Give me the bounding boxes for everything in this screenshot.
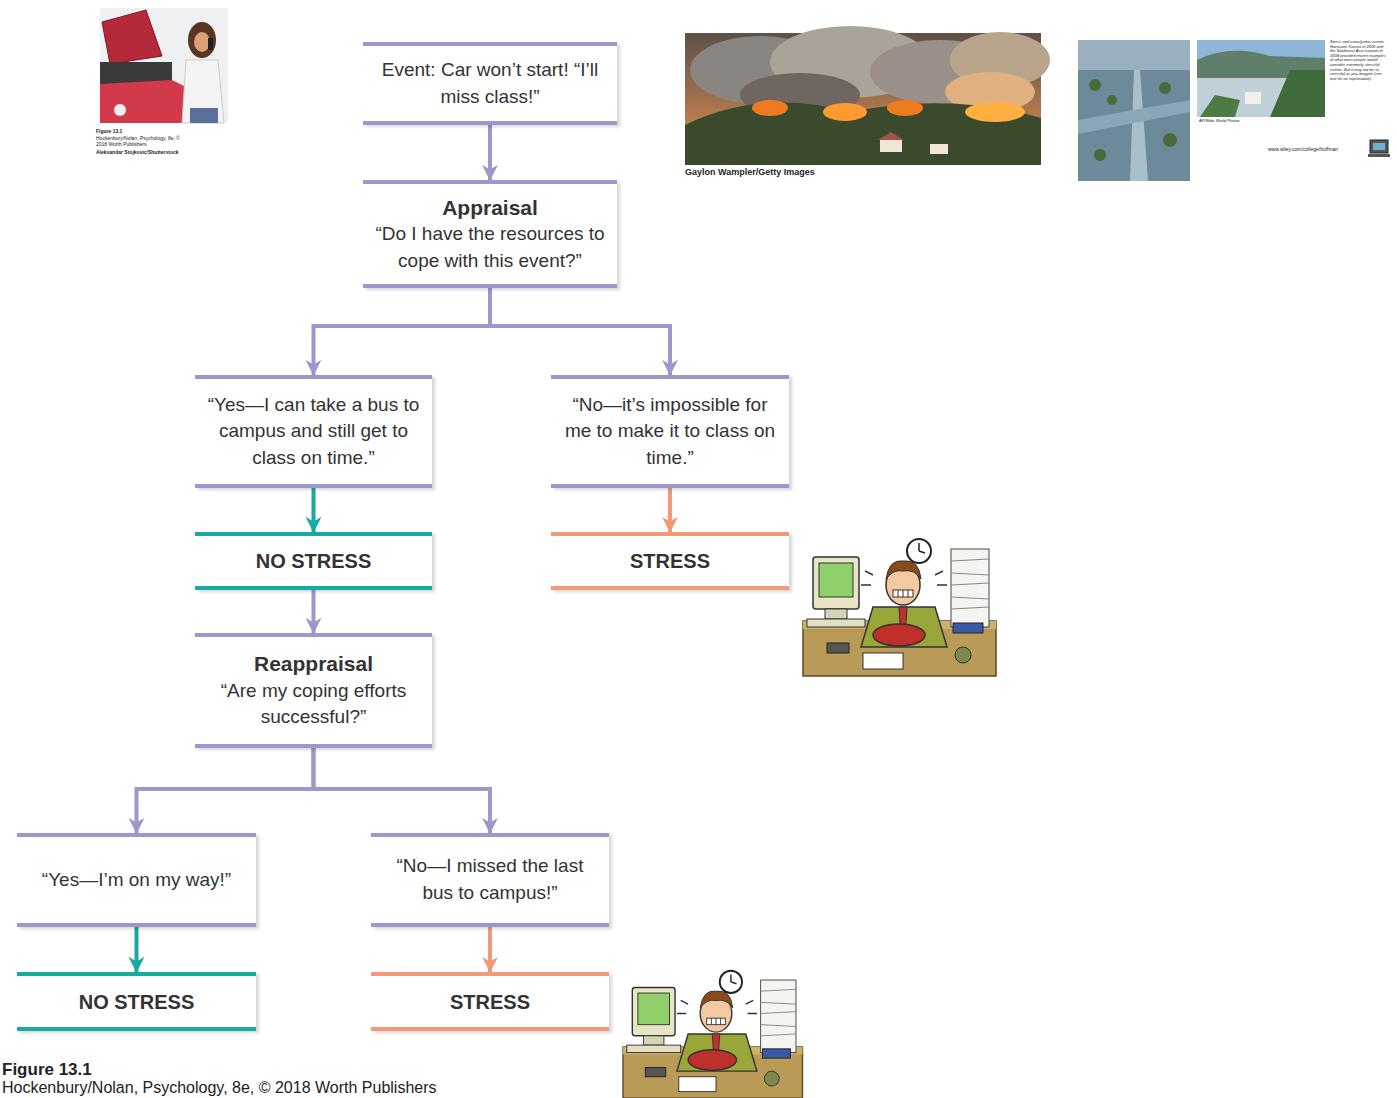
box-text: Event: Car won’t start! “I’ll miss class… — [375, 57, 605, 110]
answer-box: “Yes—I’m on my way!” — [17, 833, 256, 927]
box-heading: Reappraisal — [254, 650, 373, 677]
flow-arrow — [312, 590, 316, 633]
photo-credit: Aleksandar Stojkovic/Shutterstock — [96, 150, 179, 156]
box-text: NO STRESS — [256, 547, 372, 575]
box-text: “No—I missed the last bus to campus!” — [383, 853, 597, 906]
photo-caption: Stress and cataclysmic events. Hurricane… — [1330, 40, 1388, 81]
wildfire-photo — [685, 26, 1050, 165]
credit-line: Hockenbury/Nolan, Psychology, 8e, © 2018… — [96, 136, 186, 148]
flood-photo — [1078, 40, 1190, 181]
car-photo — [100, 8, 228, 123]
figure-number: Figure 13.1 — [96, 129, 122, 135]
box-text: “Are my coping efforts successful?” — [207, 678, 420, 731]
outcome-box: STRESS — [371, 972, 609, 1031]
photo-credit: Gaylon Wampler/Getty Images — [685, 167, 815, 177]
event-box: Event: Car won’t start! “I’ll miss class… — [363, 42, 617, 125]
figure-number: Figure 13.1 — [2, 1060, 92, 1080]
stressed-man-cartoon — [623, 967, 802, 1098]
box-text: “Yes—I’m on my way!” — [42, 867, 231, 894]
answer-box: “No—I missed the last bus to campus!” — [371, 833, 609, 927]
flow-arrow — [135, 927, 139, 972]
flow-arrow — [137, 748, 314, 833]
flow-arrow — [312, 488, 316, 532]
flow-arrow — [488, 125, 492, 180]
stressed-man-cartoon — [803, 535, 996, 676]
appraisal-box: Appraisal“Do I have the resources to cop… — [363, 180, 617, 288]
computer-icon — [1368, 140, 1390, 157]
box-text: STRESS — [450, 988, 530, 1016]
outcome-box: NO STRESS — [195, 532, 432, 590]
reappraisal-box: Reappraisal“Are my coping efforts succes… — [195, 633, 432, 748]
box-text: “Yes—I can take a bus to campus and stil… — [207, 392, 420, 472]
box-text: NO STRESS — [79, 988, 195, 1016]
web-address: www.wiley.com/college/huffman — [1268, 147, 1338, 153]
photo-credit: AP/Wide World Photos — [1199, 119, 1240, 124]
outcome-box: NO STRESS — [17, 972, 256, 1031]
flow-arrow — [314, 288, 491, 375]
box-heading: Appraisal — [442, 194, 538, 221]
answer-box: “Yes—I can take a bus to campus and stil… — [195, 375, 432, 488]
flow-arrow — [490, 288, 670, 375]
box-text: “No—it’s impossible for me to make it to… — [563, 392, 777, 472]
answer-box: “No—it’s impossible for me to make it to… — [551, 375, 789, 488]
flow-arrow — [668, 488, 672, 532]
flow-arrow — [488, 927, 492, 972]
credit-line: Hockenbury/Nolan, Psychology, 8e, © 2018… — [2, 1079, 437, 1097]
box-text: “Do I have the resources to cope with th… — [375, 221, 605, 274]
outcome-box: STRESS — [551, 532, 789, 590]
tsunami-photo — [1197, 40, 1325, 117]
box-text: STRESS — [630, 547, 710, 575]
flow-arrow — [314, 748, 491, 833]
